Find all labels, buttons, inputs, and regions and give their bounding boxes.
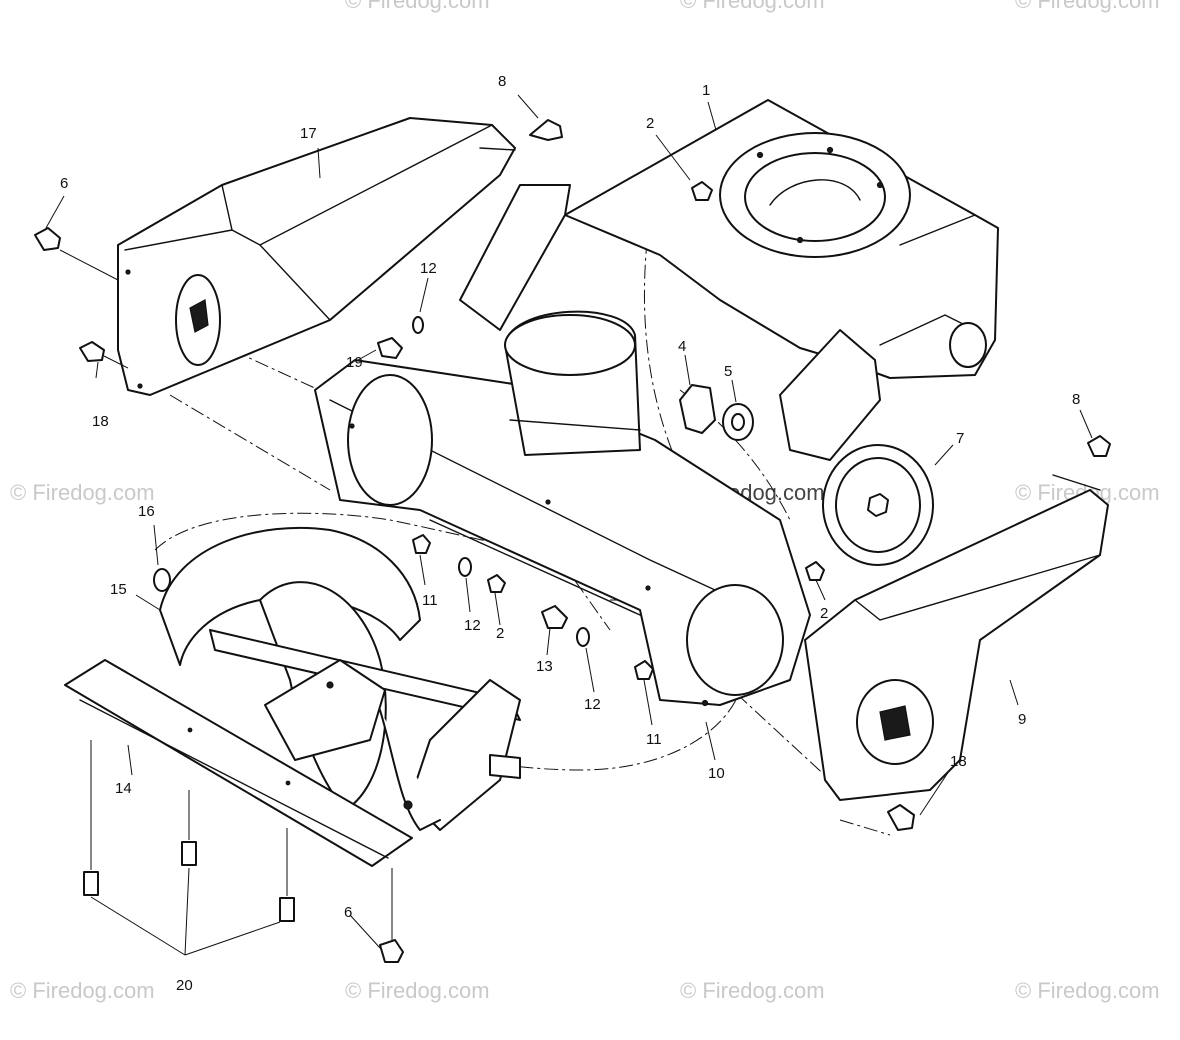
callout-20: 20 bbox=[176, 977, 193, 994]
frame-housing-upper bbox=[459, 99, 999, 461]
callout-13: 13 bbox=[536, 658, 553, 675]
callout-19: 19 bbox=[346, 354, 363, 371]
scraper-bar bbox=[64, 659, 413, 867]
watermark: © Firedog.com bbox=[10, 978, 155, 1003]
callout-17: 17 bbox=[300, 125, 317, 142]
leader-lines bbox=[45, 94, 1093, 956]
watermark: © Firedog.com bbox=[680, 978, 825, 1003]
callout-16: 16 bbox=[138, 503, 155, 520]
callout-18: 18 bbox=[92, 413, 109, 430]
side-cover-left bbox=[117, 117, 516, 396]
pulley bbox=[822, 444, 934, 566]
callout-8: 8 bbox=[1072, 391, 1080, 408]
callout-1: 1 bbox=[702, 82, 710, 99]
callout-15: 15 bbox=[110, 581, 127, 598]
side-cover-right bbox=[804, 474, 1109, 801]
callout-11: 11 bbox=[422, 592, 438, 609]
callout-2: 2 bbox=[820, 605, 828, 622]
callout-10: 10 bbox=[708, 765, 725, 782]
auger-assembly bbox=[159, 526, 521, 831]
callout-12: 12 bbox=[420, 260, 437, 277]
callout-2: 2 bbox=[496, 625, 504, 642]
auger-housing bbox=[314, 310, 811, 707]
callout-11: 11 bbox=[646, 731, 662, 748]
callout-6: 6 bbox=[344, 904, 352, 921]
callout-18: 18 bbox=[950, 753, 967, 770]
callout-8: 8 bbox=[498, 73, 506, 90]
callout-5: 5 bbox=[724, 363, 732, 380]
callout-7: 7 bbox=[956, 430, 964, 447]
watermark: © Firedog.com bbox=[10, 480, 155, 505]
callout-6: 6 bbox=[60, 175, 68, 192]
watermark: © Firedog.com bbox=[1015, 978, 1160, 1003]
watermark: © Firedog.com bbox=[345, 0, 490, 13]
callout-14: 14 bbox=[115, 780, 132, 797]
hardware-layer bbox=[34, 119, 1111, 963]
watermark: © Firedog.com bbox=[680, 0, 825, 13]
callout-labels: 1 2 8 17 6 18 12 19 4 5 7 8 9 16 15 11 1… bbox=[60, 73, 1080, 994]
callout-9: 9 bbox=[1018, 711, 1026, 728]
watermark: © Firedog.com bbox=[1015, 0, 1160, 13]
callout-12: 12 bbox=[584, 696, 601, 713]
callout-4: 4 bbox=[678, 338, 686, 355]
callout-12: 12 bbox=[464, 617, 481, 634]
callout-2: 2 bbox=[646, 115, 654, 132]
watermark: © Firedog.com bbox=[345, 978, 490, 1003]
